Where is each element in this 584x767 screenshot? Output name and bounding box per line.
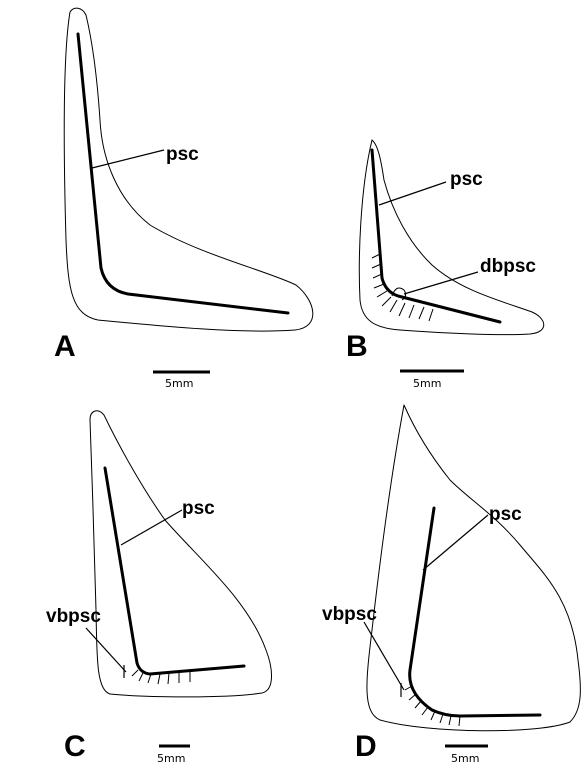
scale-text-b: 5mm xyxy=(413,377,441,390)
psc-ridge-a xyxy=(76,32,290,315)
dbpsc-label-b: dbpsc xyxy=(480,256,536,277)
vbpsc-leader-c xyxy=(85,627,127,673)
psc-leader-b xyxy=(378,181,447,206)
bone-outline-b xyxy=(358,139,545,336)
hatch-marks-c xyxy=(131,669,191,685)
scale-text-a: 5mm xyxy=(165,377,193,390)
scale-text-c: 5mm xyxy=(157,752,185,765)
psc-leader-d xyxy=(422,514,489,571)
psc-ridge-b xyxy=(370,148,502,324)
panel-d: psc vbpsc D 5mm xyxy=(322,404,581,765)
psc-ridge-d xyxy=(408,506,542,718)
bone-outline-c xyxy=(89,410,272,698)
hatch-marks-d xyxy=(404,685,461,727)
panel-letter-b: B xyxy=(346,330,368,363)
dbpsc-notch-b xyxy=(391,287,407,301)
bone-outline-d xyxy=(366,404,581,732)
psc-label-c: psc xyxy=(182,498,215,519)
panel-b: psc dbpsc B 5mm xyxy=(346,139,545,390)
hatch-marks-b xyxy=(371,253,434,322)
vbpsc-leader-d xyxy=(363,621,405,691)
vbpsc-label-d: vbpsc xyxy=(322,604,377,625)
scale-text-d: 5mm xyxy=(451,752,479,765)
psc-label-b: psc xyxy=(450,169,483,190)
panel-a: psc A 5mm xyxy=(54,7,314,390)
panel-letter-a: A xyxy=(54,330,76,363)
psc-leader-a xyxy=(91,149,165,169)
dbpsc-leader-b xyxy=(403,271,479,295)
psc-label-d: psc xyxy=(489,504,522,525)
panel-letter-c: C xyxy=(64,730,86,763)
panel-c: psc vbpsc C 5mm xyxy=(46,410,272,765)
panel-letter-d: D xyxy=(355,730,377,763)
psc-label-a: psc xyxy=(166,144,199,165)
psc-leader-c xyxy=(120,509,183,546)
vbpsc-label-c: vbpsc xyxy=(46,606,101,627)
psc-ridge-c xyxy=(103,466,246,676)
bone-outline-a xyxy=(63,7,314,332)
